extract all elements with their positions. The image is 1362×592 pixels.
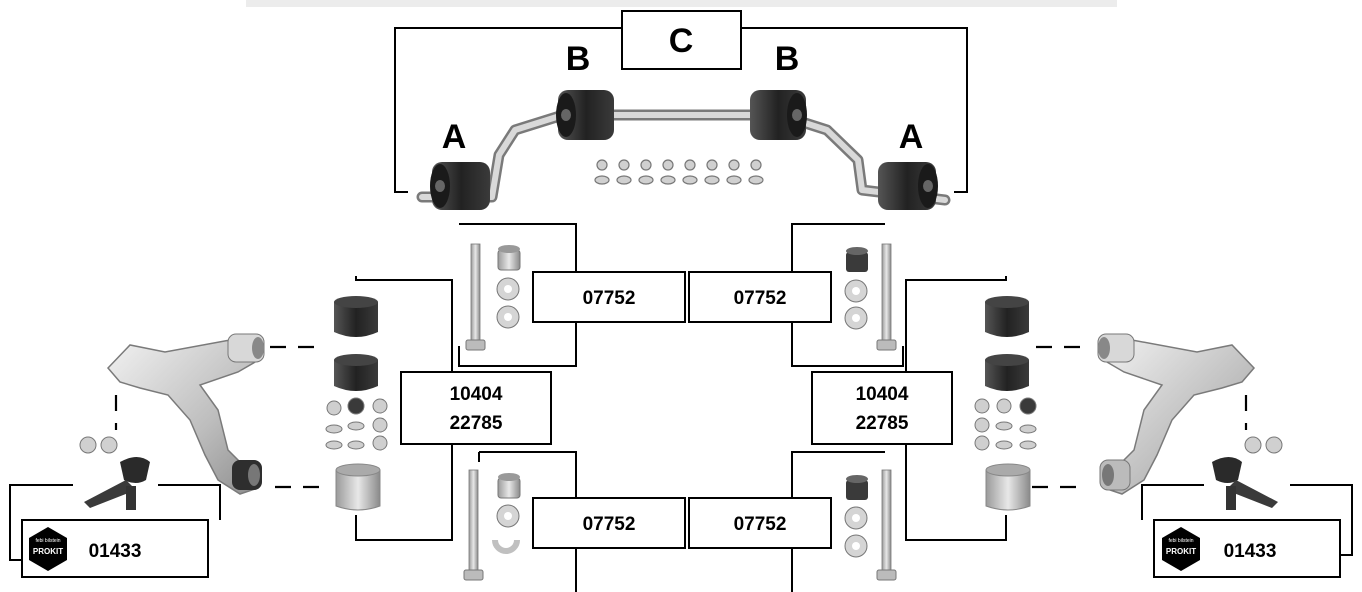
label-b-left: B [566,40,591,78]
svg-text:febi bilstein: febi bilstein [35,538,60,544]
code-bushing-right-1: 10404 [856,384,909,405]
ball-joint-right [1212,437,1282,510]
balljoint-bracket-left-r [158,485,220,520]
label-a-left: A [442,118,467,156]
balljoint-bracket-right [1142,485,1204,520]
code-bolt-top-right: 07752 [734,288,787,309]
svg-text:febi bilstein: febi bilstein [1168,538,1193,544]
code-balljoint-right: 01433 [1224,541,1277,562]
top-bar [246,0,1117,7]
svg-text:PROKIT: PROKIT [1166,547,1196,556]
arm-bushings-left [326,296,387,510]
stabilizer-bushing-a-right [878,162,938,210]
bolt-kit-bottom-left [464,470,520,580]
stabilizer-bar-group: C A B B A [395,11,967,210]
bolt-kit-top-left [466,244,520,350]
label-a-right: A [899,118,924,156]
code-bolt-top-left: 07752 [583,288,636,309]
ball-joint-left [80,437,150,510]
code-bushing-right-2: 22785 [856,413,909,434]
code-bushing-left-2: 22785 [450,413,503,434]
stabilizer-bushing-b-right [750,90,807,140]
code-bolt-bottom-right: 07752 [734,514,787,535]
label-c: C [669,22,694,60]
bolt-bracket-top-right [792,224,885,272]
bolt-bracket-top-left [483,224,576,272]
bolt-bracket-bottom-right [792,452,885,498]
svg-text:PROKIT: PROKIT [33,547,63,556]
code-bushing-left-1: 10404 [450,384,503,405]
bolt-kit-top-right [845,244,896,350]
stabilizer-bushing-b-left [556,90,614,140]
stabilizer-bushing-a-left [430,162,490,210]
label-b-right: B [775,40,800,78]
arm-bushings-right [975,296,1036,510]
bolt-kit-bottom-right [845,470,896,580]
stabilizer-nuts-washers [595,160,763,184]
code-bolt-bottom-left: 07752 [583,514,636,535]
code-balljoint-left: 01433 [89,541,142,562]
bolt-bracket-bottom-left [479,452,576,498]
